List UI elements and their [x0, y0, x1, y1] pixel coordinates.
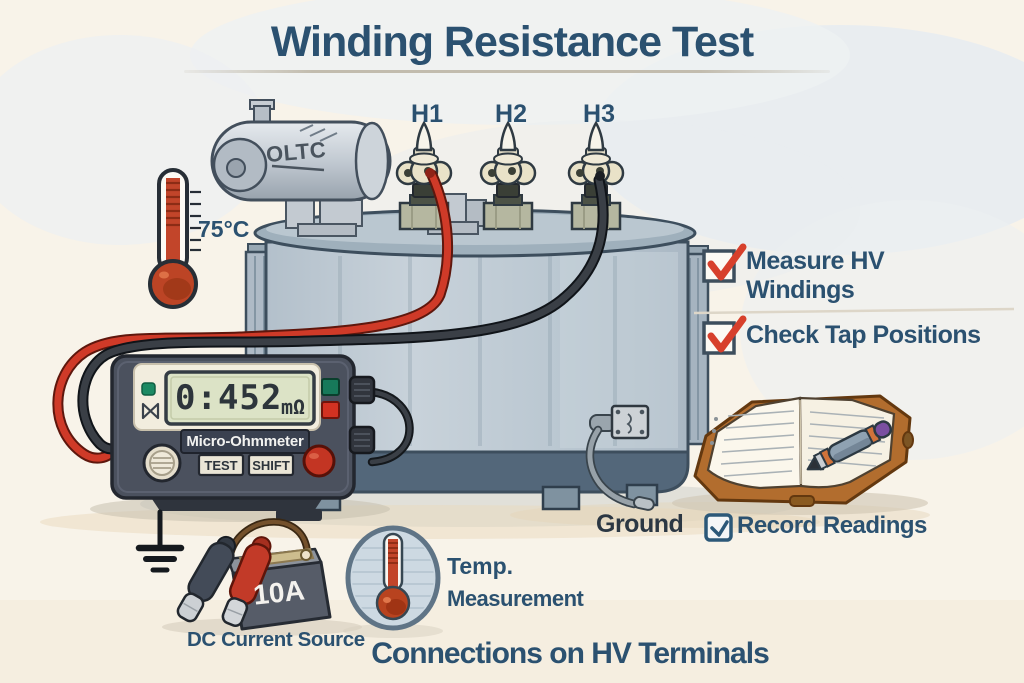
- temp-measurement-label-line1: Temp.: [447, 553, 514, 579]
- temp-measurement-label-line2: Measurement: [447, 586, 584, 611]
- dc-current-source-label: DC Current Source: [187, 628, 365, 651]
- meter-display-unit: mΩ: [281, 395, 306, 419]
- hv-bushings: [395, 120, 625, 231]
- dc-current-source: [176, 518, 332, 631]
- checklist-item-check-tap-positions: Check Tap Positions: [746, 321, 981, 349]
- meter-nameplate: [180, 429, 310, 454]
- ground-symbol: [135, 509, 185, 573]
- record-readings-label: Record Readings: [737, 512, 927, 539]
- terminal-label-h3: H3: [583, 100, 615, 128]
- battery-status-icon: [141, 382, 156, 396]
- oltc-tap-changer: [210, 99, 487, 237]
- bushing-h2: [479, 120, 537, 231]
- checklist-item-measure-hv-windings: Measure HV Windings: [746, 247, 885, 304]
- bushing-h1: [395, 120, 453, 231]
- red-indicator: [321, 401, 340, 419]
- notebook: [693, 394, 914, 507]
- clamp-black: [176, 535, 236, 623]
- checklist-graphics: [693, 243, 1015, 355]
- terminal-label-h1: H1: [411, 100, 443, 128]
- black-clamp-tip: [595, 171, 605, 181]
- red-clamp-tip: [425, 168, 435, 178]
- shift-button: [247, 453, 295, 477]
- power-button: [302, 444, 336, 478]
- micro-ohmmeter: [110, 354, 414, 521]
- test-button: [197, 453, 245, 477]
- black-test-lead: [77, 171, 609, 455]
- green-indicator: [321, 378, 340, 396]
- clamp-red: [221, 536, 272, 627]
- temperature-reading: 75°C: [198, 216, 250, 242]
- meter-name-label: Micro-Ohmmeter: [186, 433, 304, 450]
- ground-connector: [585, 404, 655, 511]
- dial-knob: [142, 443, 182, 483]
- checkmark-icon: [707, 315, 747, 353]
- test-button-label: TEST: [204, 458, 238, 473]
- footer-caption: Connections on HV Terminals: [371, 637, 770, 670]
- record-readings-icon: [704, 513, 733, 542]
- temp-measurement-icon: [345, 525, 441, 631]
- checkmark-icon: [707, 243, 747, 281]
- meter-display-value: 0:452: [175, 378, 283, 418]
- valve-icon: [141, 402, 160, 420]
- title-divider: [184, 70, 830, 73]
- shift-button-label: SHIFT: [252, 458, 290, 473]
- thermometer: [148, 168, 201, 309]
- meter-terminal-posts: [348, 375, 376, 455]
- battery-rating-label: 10A: [251, 574, 307, 611]
- tank-foot: [541, 485, 581, 511]
- ground-label: Ground: [596, 510, 684, 538]
- terminal-label-h2: H2: [495, 100, 527, 128]
- lcd-display: [164, 370, 316, 426]
- page-title: Winding Resistance Test: [270, 18, 754, 66]
- pen: [806, 420, 892, 471]
